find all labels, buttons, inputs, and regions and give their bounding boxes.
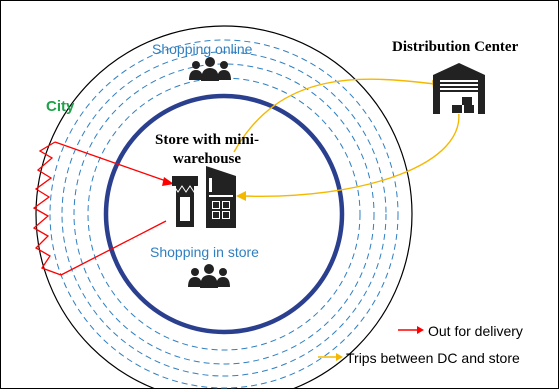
delivery-ring-3 [73,63,375,365]
delivery-route [32,141,167,276]
store-area-circle [103,93,345,335]
people-icon [188,264,230,288]
city-boundary-circle [35,25,413,389]
delivery-ring-2 [61,51,387,377]
legend-delivery-label: Out for delivery [428,323,523,339]
shopping-in-store-label: Shopping in store [150,244,259,260]
legend-trips-label: Trips between DC and store [346,350,520,366]
delivery-arrowhead [162,177,174,186]
legend-trips-arrow [318,353,343,361]
trip-arrowhead-to-store [236,191,246,201]
shopping-online-label: Shopping online [152,41,253,57]
delivery-ring-1 [49,39,399,389]
people-icon [189,57,231,81]
dc-store-trips [233,78,460,198]
distribution-center-label: Distribution Center [392,39,519,55]
store-label: Store with mini-warehouse [155,132,259,167]
legend-delivery-arrow [398,326,424,334]
warehouse-icon [433,63,485,114]
store-icon [172,166,236,228]
city-label: City [46,98,75,115]
